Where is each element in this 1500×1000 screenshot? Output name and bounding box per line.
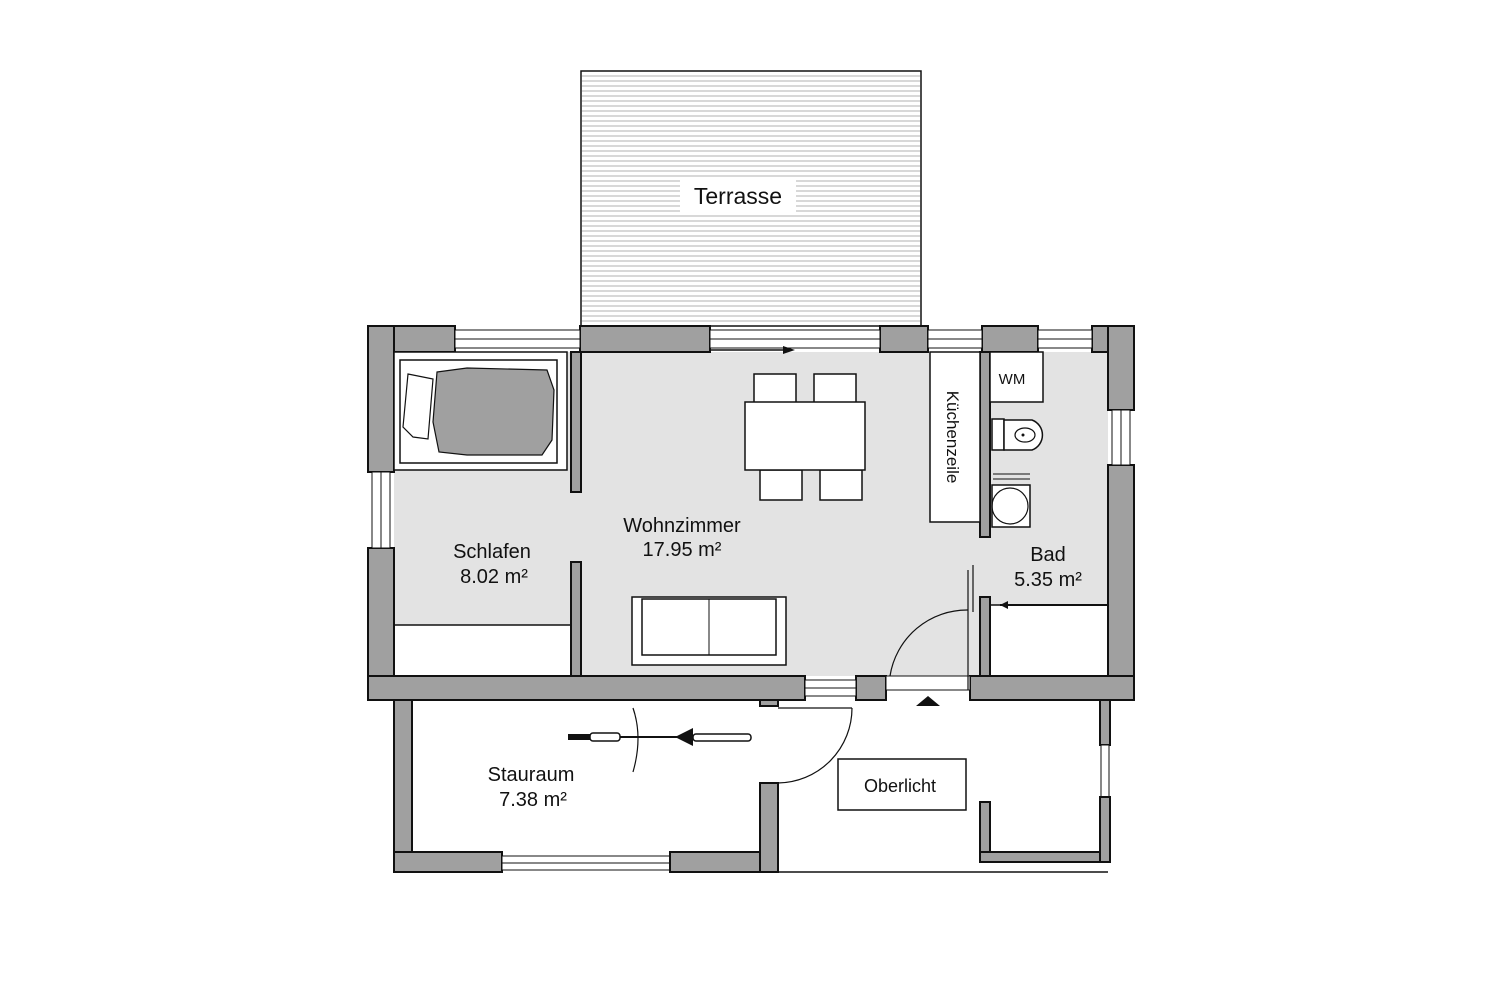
- room-name-wohnzimmer: Wohnzimmer: [623, 515, 741, 537]
- bed: [393, 351, 568, 471]
- shower: [989, 604, 1109, 677]
- entrance-arrow-icon: [916, 696, 940, 706]
- annex-walls: [393, 699, 1111, 873]
- washing-machine: [989, 351, 1044, 403]
- dining-table: [744, 373, 866, 501]
- wardrobe: [393, 624, 572, 677]
- windows: [371, 329, 1131, 697]
- washer-label: WM: [999, 371, 1026, 388]
- terrace: Terrasse: [580, 70, 922, 327]
- terrace-decking: [582, 75, 920, 322]
- room-name-schlafen: Schlafen: [453, 541, 531, 563]
- room-area-schlafen: 8.02 m²: [460, 566, 528, 588]
- skylight: [837, 758, 967, 811]
- toilet: [991, 418, 1044, 451]
- sofa: [631, 596, 787, 666]
- sink: [991, 473, 1031, 528]
- entrance-door[interactable]: [885, 565, 974, 706]
- kitchen-counter: [929, 351, 981, 523]
- room-area-bad: 5.35 m²: [1014, 569, 1082, 591]
- room-name-stauraum: Stauraum: [488, 764, 575, 786]
- room-area-wohnzimmer: 17.95 m²: [643, 539, 722, 561]
- terrace-label: Terrasse: [694, 183, 782, 209]
- skylight-label: Oberlicht: [864, 776, 936, 796]
- walls: [367, 325, 1135, 701]
- room-area-stauraum: 7.38 m²: [499, 789, 567, 811]
- room-name-bad: Bad: [1030, 544, 1066, 566]
- bicycle-icon: [568, 707, 752, 773]
- kitchen-label: Küchenzeile: [943, 391, 962, 484]
